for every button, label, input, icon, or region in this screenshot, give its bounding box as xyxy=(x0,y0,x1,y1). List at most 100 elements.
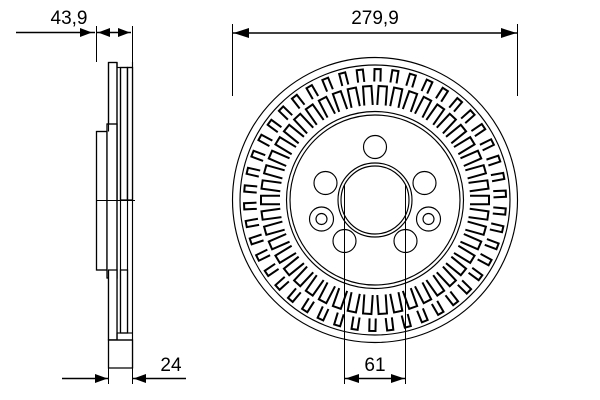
vent-slot xyxy=(445,123,468,145)
threaded-hole-pattern xyxy=(308,206,442,232)
vent-slot xyxy=(290,93,306,110)
vent-slot xyxy=(414,281,433,305)
vent-slot xyxy=(405,72,418,88)
vent-slot xyxy=(260,194,280,206)
vent-slot xyxy=(262,220,285,237)
vent-slot xyxy=(425,274,446,297)
vent-slot xyxy=(486,154,502,167)
vent-slot xyxy=(248,233,264,246)
dim-label-center-bore: 61 xyxy=(364,355,385,376)
dimension-overall-thickness: 43,9 xyxy=(16,8,133,62)
threaded-hole-inner xyxy=(422,212,435,226)
vent-slot xyxy=(254,248,271,263)
vent-slot xyxy=(467,266,484,282)
disc-cross-section-profile xyxy=(95,61,135,369)
vent-slot xyxy=(350,316,361,332)
dimension-friction-thickness: 24 xyxy=(62,340,186,384)
vent-slot xyxy=(435,86,450,103)
center-bore-inner xyxy=(340,165,410,235)
vent-slot xyxy=(460,149,483,167)
vent-slot xyxy=(376,84,389,106)
vent-slot xyxy=(282,123,305,145)
threaded-hole-outer xyxy=(415,206,442,232)
vent-slot xyxy=(430,300,445,317)
vent-slot xyxy=(389,86,404,109)
vent-slot xyxy=(368,318,377,333)
vent-slot xyxy=(465,220,488,237)
vent-slot xyxy=(331,89,349,113)
vent-slot xyxy=(260,207,282,221)
vent-slot xyxy=(337,71,350,87)
vent-slot xyxy=(389,68,400,84)
threaded-hole-outer xyxy=(308,206,335,232)
side-section-view: 43,9 xyxy=(16,8,186,384)
vent-slot xyxy=(304,103,325,126)
dim-label-friction-thickness: 24 xyxy=(160,355,182,376)
disc-outer-edge-inner xyxy=(239,64,511,336)
vent-slot xyxy=(317,281,336,305)
vent-slot xyxy=(444,290,460,307)
vent-slot xyxy=(317,95,336,119)
vent-slot xyxy=(468,179,490,193)
vent-slot xyxy=(332,312,345,328)
vent-slot xyxy=(493,189,508,199)
vent-slot xyxy=(479,137,496,152)
vent-slot xyxy=(453,244,476,265)
vent-slot xyxy=(245,166,261,178)
bolt-hole xyxy=(313,170,338,196)
vent-slot xyxy=(331,287,349,311)
vent-slot xyxy=(477,253,493,267)
vent-slot xyxy=(361,294,374,316)
vent-slot xyxy=(436,112,458,135)
vent-slot xyxy=(384,317,395,332)
bolt-hole-pattern xyxy=(313,134,437,254)
vent-slot xyxy=(416,308,429,324)
vent-slot xyxy=(267,233,290,251)
vent-slot xyxy=(448,96,464,113)
bolt-hole xyxy=(362,134,388,160)
dim-label-overall-thickness: 43,9 xyxy=(51,8,88,29)
vent-slot xyxy=(316,306,330,322)
vent-slot xyxy=(468,207,490,221)
vent-slot xyxy=(274,244,297,265)
vent-slot xyxy=(282,255,305,277)
front-face-view: 279,9 xyxy=(231,8,519,384)
vent-slot xyxy=(465,163,488,180)
vent-slot xyxy=(355,68,366,83)
vent-slots-outer-ring xyxy=(242,67,508,333)
vent-slot xyxy=(243,184,258,194)
bolt-hole xyxy=(412,170,437,196)
vent-slot xyxy=(300,297,315,314)
vent-slot xyxy=(266,118,283,134)
vent-slots-inner-ring xyxy=(260,84,490,316)
vent-slot xyxy=(453,135,476,156)
vent-slot xyxy=(460,108,476,124)
vent-slot xyxy=(292,112,314,135)
dimension-center-bore: 61 xyxy=(344,185,406,384)
vent-slot xyxy=(420,78,434,94)
vent-slot xyxy=(274,135,297,156)
disc-outer-edge xyxy=(231,56,519,344)
vent-slot xyxy=(489,222,505,234)
vent-slot xyxy=(286,287,302,304)
vent-slot xyxy=(436,265,458,288)
vent-slot xyxy=(401,287,419,311)
vent-slot xyxy=(244,217,260,229)
vent-slot xyxy=(460,233,483,251)
vent-slot xyxy=(470,122,487,138)
hat-outer-circle xyxy=(285,110,465,290)
vent-slot xyxy=(257,133,273,147)
vent-slot xyxy=(277,105,293,121)
vent-slot xyxy=(445,255,468,277)
vent-slot xyxy=(389,291,404,314)
vent-slot xyxy=(263,262,280,278)
vent-slot xyxy=(361,84,374,106)
vent-slot xyxy=(346,86,361,109)
vent-slot xyxy=(274,276,290,292)
vent-slot xyxy=(292,265,314,288)
dim-label-outer-diameter: 279,9 xyxy=(351,8,399,29)
vent-slot xyxy=(260,179,282,193)
vent-slot xyxy=(305,83,320,100)
vent-slot xyxy=(492,206,507,216)
